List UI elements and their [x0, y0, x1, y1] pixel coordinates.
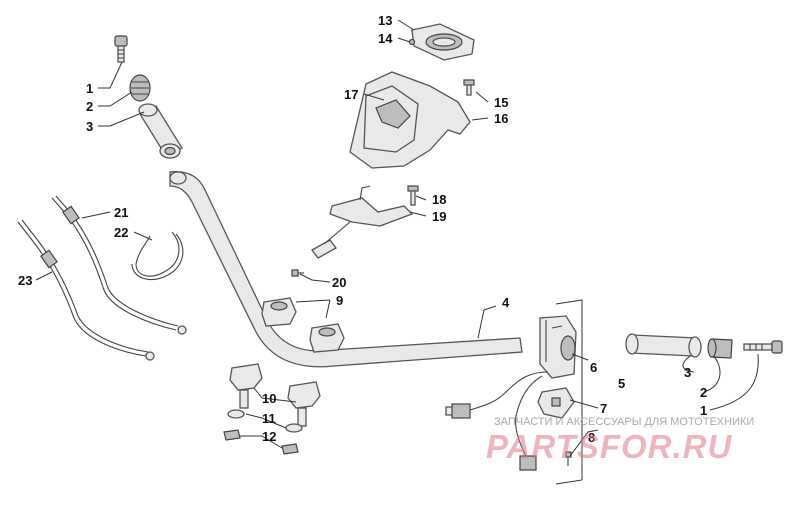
left-grip [138, 103, 183, 159]
left-bar-end-weight [129, 74, 151, 102]
cable-clip-inner [131, 233, 184, 281]
label-5: 5 [618, 376, 625, 391]
instrument-cluster [411, 23, 475, 61]
label-10: 10 [262, 391, 276, 406]
nut-left [223, 429, 241, 441]
riser-clamp-upper-left [261, 297, 297, 327]
label-2-right: 2 [700, 385, 707, 400]
switch-lever [537, 387, 575, 419]
connector-left [445, 403, 471, 419]
group-bracket-5 [555, 299, 583, 485]
riser-clamp-upper-right [309, 323, 345, 353]
washer-left [227, 409, 245, 419]
nut-right [281, 443, 299, 455]
label-9: 9 [336, 293, 343, 308]
wiring-harness [469, 371, 549, 411]
label-3-left: 3 [86, 119, 93, 134]
switch-housing [539, 315, 577, 379]
label-1-left: 1 [86, 81, 93, 96]
label-3-right: 3 [684, 365, 691, 380]
right-bar-end-weight [707, 338, 733, 359]
label-2-left: 2 [86, 99, 93, 114]
handlebar-tube [169, 171, 523, 368]
label-19: 19 [432, 209, 446, 224]
right-bar-end-bolt [743, 340, 783, 354]
watermark-tagline: ЗАПЧАСТИ И АКСЕССУАРЫ ДЛЯ МОТОТЕХНИКИ [494, 416, 754, 428]
handlebar-left-end [169, 171, 187, 185]
label-14: 14 [378, 31, 393, 46]
throttle-cable [51, 195, 187, 335]
mount-bracket [311, 185, 414, 259]
label-6: 6 [590, 360, 597, 375]
handlebar-cover [349, 71, 471, 169]
label-22: 22 [114, 225, 128, 240]
label-18: 18 [432, 192, 446, 207]
cable-clip [135, 231, 180, 277]
label-13: 13 [378, 13, 392, 28]
label-20: 20 [332, 275, 346, 290]
cluster-screw [408, 38, 416, 46]
riser-lower-right [287, 381, 321, 427]
connector-bottom [519, 455, 537, 471]
label-17: 17 [344, 87, 358, 102]
label-1-right: 1 [700, 403, 707, 418]
wiring-harness-branch [515, 375, 543, 457]
label-11: 11 [262, 411, 276, 426]
bracket-bolt [407, 185, 419, 206]
cover-screw [463, 79, 475, 96]
label-21: 21 [114, 205, 128, 220]
washer-right [285, 423, 303, 433]
label-15: 15 [494, 95, 508, 110]
bracket-screw [291, 269, 304, 277]
label-7: 7 [600, 401, 607, 416]
brake-cable [17, 219, 155, 361]
left-bar-end-bolt [114, 35, 128, 63]
label-12: 12 [262, 429, 276, 444]
label-23: 23 [18, 273, 32, 288]
label-8: 8 [588, 430, 595, 445]
label-4: 4 [502, 295, 510, 310]
watermark-brand: PARTSFOR.RU [486, 428, 732, 465]
callout-lines [35, 19, 759, 457]
riser-lower-left [229, 363, 263, 409]
label-16: 16 [494, 111, 508, 126]
right-grip [625, 333, 702, 358]
